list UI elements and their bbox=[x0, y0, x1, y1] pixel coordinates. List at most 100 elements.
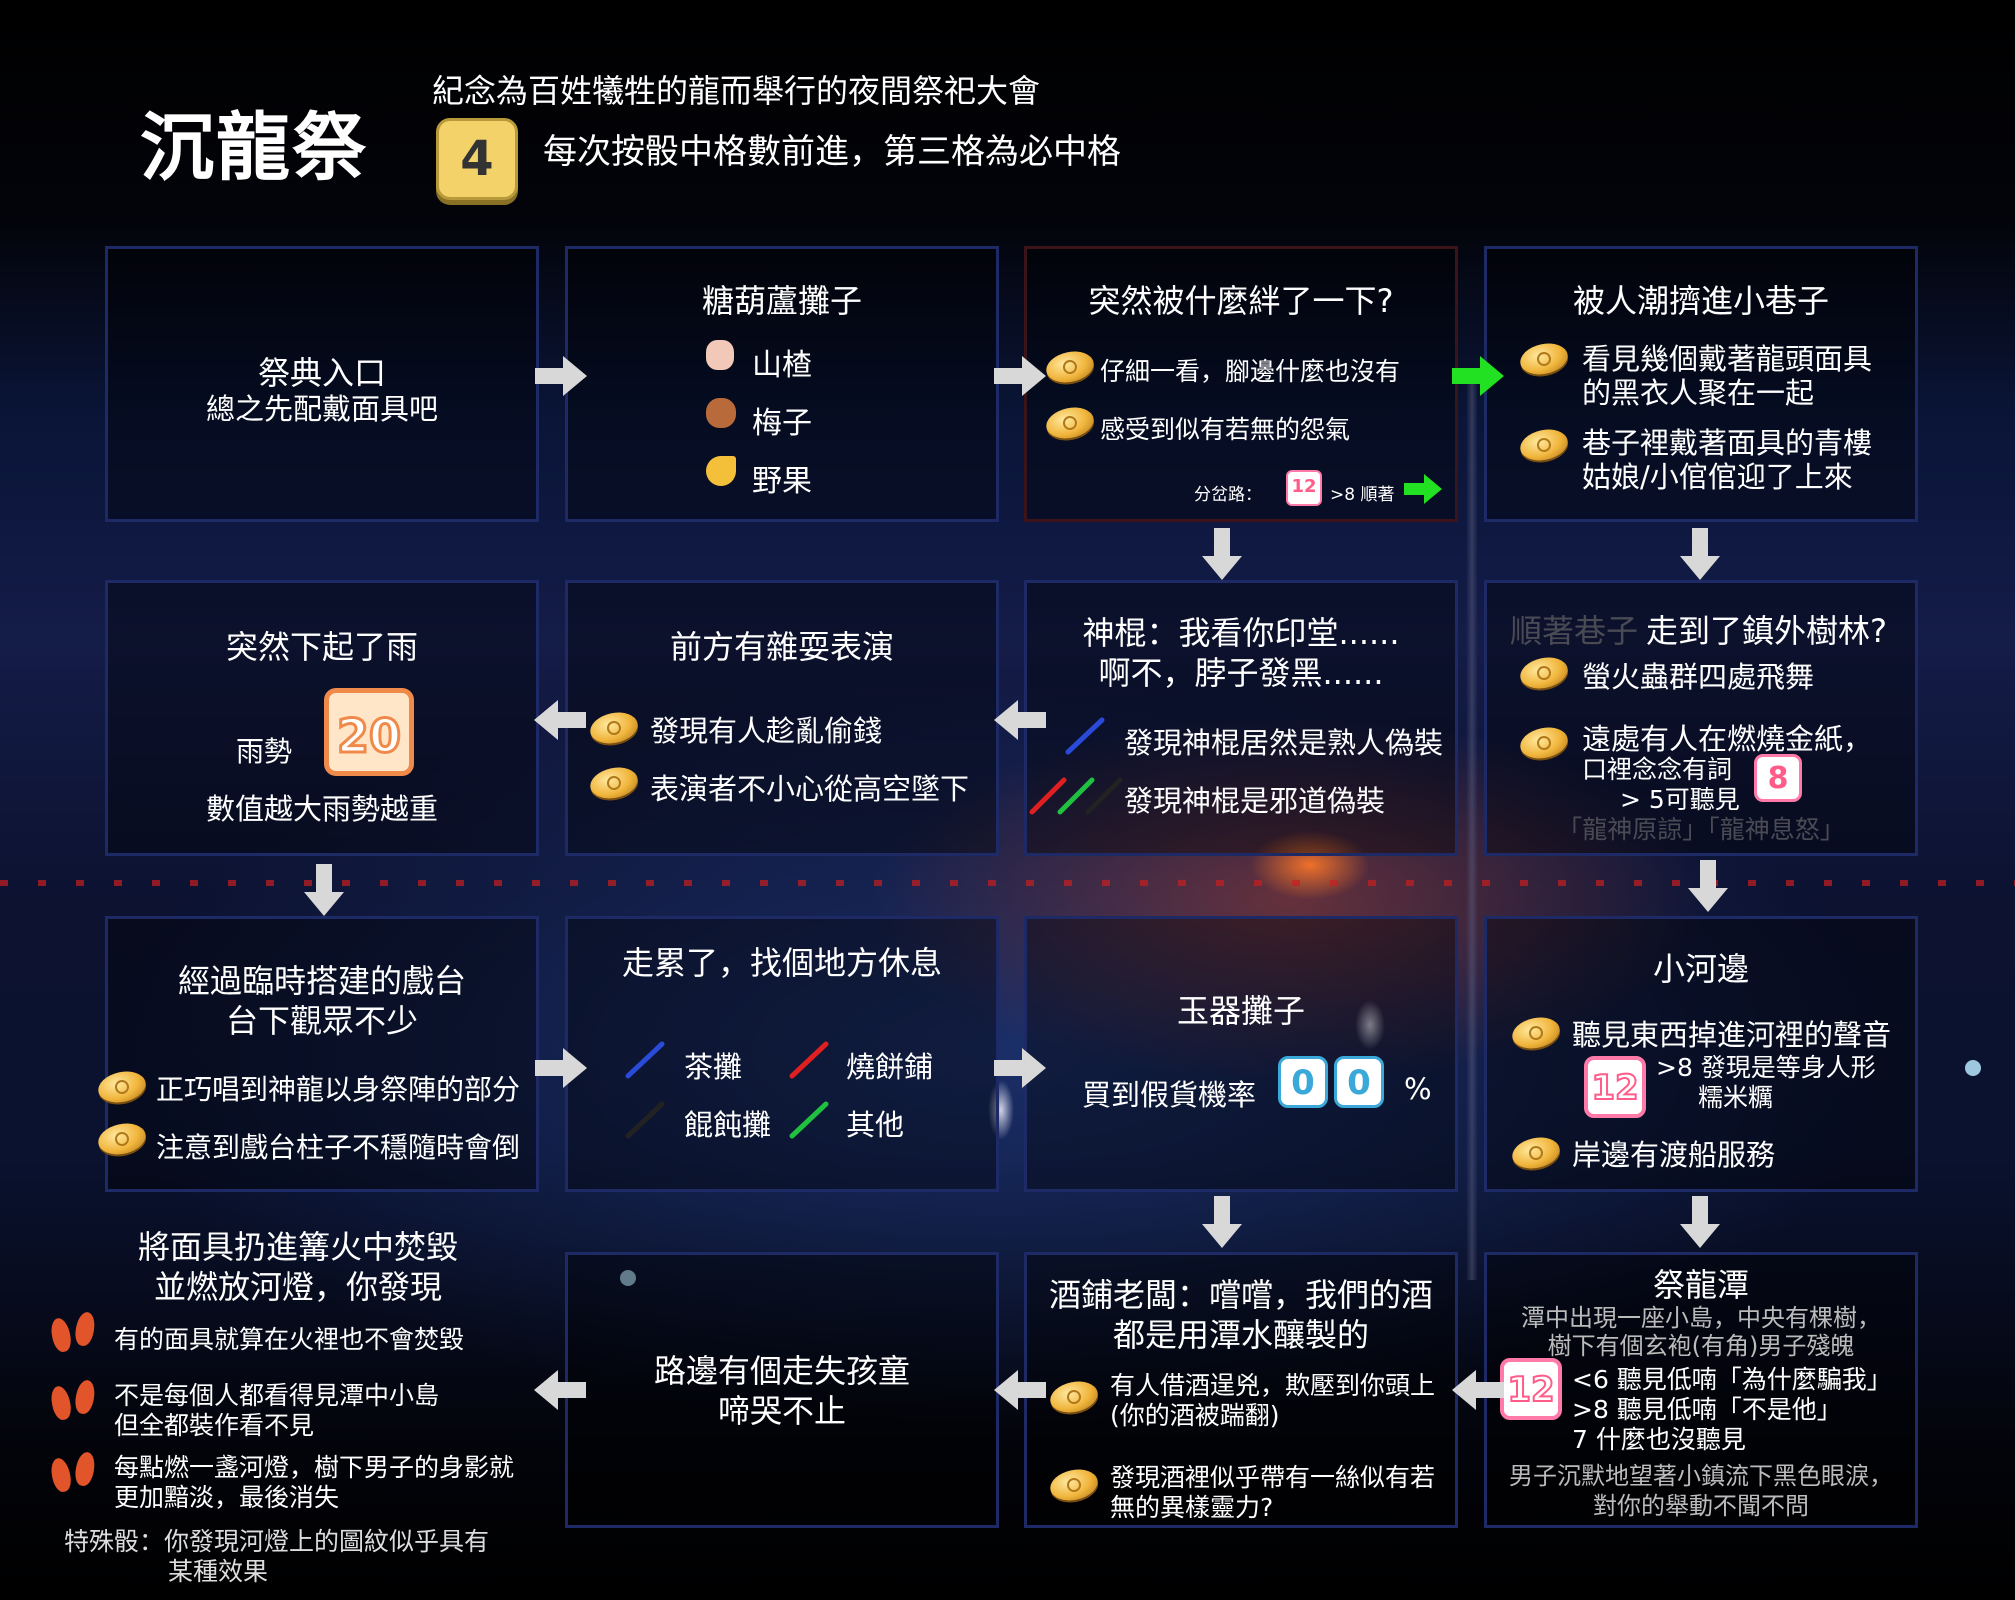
arrow-down-icon bbox=[304, 864, 344, 916]
cell-title: 經過臨時搭建的戲台 bbox=[177, 962, 466, 1000]
list-item: >8 發現是等身人形 bbox=[1656, 1053, 1876, 1082]
dice-value: 12 bbox=[1506, 1369, 1555, 1411]
stick-icon bbox=[1029, 777, 1123, 815]
list-item: 有人借酒逞兇，欺壓到你頭上 bbox=[1110, 1371, 1436, 1400]
list-item: 發現神棍居然是熟人偽裝 bbox=[1124, 726, 1444, 760]
arrow-down-icon bbox=[1202, 528, 1242, 580]
list-item: 表演者不小心從高空墜下 bbox=[650, 772, 970, 806]
stick-icon bbox=[625, 1101, 665, 1139]
calendar-dice-icon: 12 bbox=[1500, 1358, 1562, 1420]
cell-title: 糖葫蘆攤子 bbox=[701, 282, 862, 320]
calendar-dice-icon: 12 bbox=[1584, 1056, 1646, 1118]
special-dice-note: 特殊骰：你發現河燈上的圖紋似乎具有 bbox=[64, 1527, 490, 1556]
list-item: 不是每個人都看得見潭中小島 bbox=[114, 1381, 440, 1410]
rain-value: 20 bbox=[335, 708, 402, 765]
list-item: 正巧唱到神龍以身祭陣的部分 bbox=[156, 1073, 521, 1106]
list-item: 仔細一看，腳邊什麼也沒有 bbox=[1100, 357, 1401, 386]
lantern-light bbox=[988, 1080, 1014, 1140]
cell-opera-stage bbox=[105, 916, 539, 1192]
calendar-dice-icon: 20 bbox=[324, 688, 414, 776]
menu-option-other[interactable]: 其他 bbox=[846, 1108, 905, 1142]
dice-value: 0 bbox=[1347, 1063, 1371, 1103]
bonfire-glow bbox=[1250, 830, 1370, 900]
wild-fruit-icon bbox=[706, 456, 736, 486]
firefly-dot bbox=[620, 1270, 636, 1286]
stick-icon bbox=[625, 1041, 665, 1079]
probability-label: 買到假貨機率 bbox=[1082, 1078, 1257, 1112]
cell-title: 走到了鎮外樹林? bbox=[1646, 612, 1887, 650]
arrow-left-icon bbox=[994, 1370, 1046, 1410]
hawthorn-icon bbox=[706, 340, 734, 370]
cell-title: 台下觀眾不少 bbox=[225, 1002, 418, 1040]
rain-label: 雨勢 bbox=[236, 735, 293, 768]
cell-forest bbox=[1484, 580, 1918, 856]
cell-title: 祭典入口 bbox=[257, 354, 386, 392]
arrow-left-icon bbox=[534, 1370, 586, 1410]
arrow-right-icon bbox=[535, 1048, 587, 1088]
cell-tripped bbox=[1024, 246, 1458, 522]
menu-option-sesame-cake[interactable]: 燒餅鋪 bbox=[846, 1050, 934, 1084]
subtitle: 紀念為百姓犧牲的龍而舉行的夜間祭祀大會 bbox=[432, 72, 1041, 110]
list-item: 感受到似有若無的怨氣 bbox=[1100, 415, 1351, 444]
footprint-icon bbox=[48, 1378, 100, 1426]
cell-title: 酒鋪老闆：嚐嚐，我們的酒 bbox=[1048, 1276, 1433, 1314]
dice-digit: 0 bbox=[1278, 1056, 1328, 1108]
cell-title: 小河邊 bbox=[1652, 950, 1749, 988]
cell-title: 將面具扔進篝火中焚毀 bbox=[137, 1228, 458, 1266]
list-item: 姑娘/小倌倌迎了上來 bbox=[1582, 460, 1853, 494]
firefly-dot bbox=[1965, 1060, 1981, 1076]
cell-title: 突然下起了雨 bbox=[225, 628, 418, 666]
calendar-dice-icon: 12 bbox=[1286, 470, 1322, 506]
lantern-light bbox=[1355, 1000, 1385, 1050]
calendar-dice-icon: 8 bbox=[1754, 754, 1802, 802]
cell-rest-stop bbox=[565, 916, 999, 1192]
arrow-down-icon bbox=[1688, 860, 1728, 912]
arrow-right-icon bbox=[1404, 474, 1442, 504]
list-item: 山楂 bbox=[752, 348, 812, 383]
cell-desc: 潭中出現一座小島，中央有棵樹， bbox=[1521, 1304, 1881, 1332]
dice-value: 4 bbox=[460, 131, 494, 187]
cell-title: 都是用潭水釀製的 bbox=[1112, 1316, 1369, 1354]
dice-value: 0 bbox=[1291, 1063, 1315, 1103]
list-item: 發現神棍是邪道偽裝 bbox=[1124, 784, 1386, 818]
branch-label: 分岔路： bbox=[1194, 485, 1262, 505]
list-item: 每點燃一盞河燈，樹下男子的身影就 bbox=[114, 1453, 515, 1482]
cell-title: 啼哭不止 bbox=[717, 1392, 846, 1430]
unit-percent: % bbox=[1404, 1072, 1432, 1106]
list-item: 看見幾個戴著龍頭面具 bbox=[1582, 342, 1873, 376]
cell-title: 前方有雜耍表演 bbox=[669, 628, 894, 666]
cell-crowded-alley bbox=[1484, 246, 1918, 522]
footprint-icon bbox=[48, 1450, 100, 1498]
list-item: 注意到戲台柱子不穩隨時會倒 bbox=[156, 1131, 521, 1164]
list-item: 發現酒裡似乎帶有一絲似有若 bbox=[1110, 1463, 1436, 1492]
arrow-left-icon bbox=[534, 700, 586, 740]
list-item: (你的酒被踹翻) bbox=[1110, 1401, 1280, 1430]
arrow-down-icon bbox=[1202, 1196, 1242, 1248]
list-item: 岸邊有渡船服務 bbox=[1572, 1138, 1776, 1172]
arrow-left-icon bbox=[1452, 1370, 1504, 1410]
cell-desc: 數值越大雨勢越重 bbox=[205, 792, 438, 826]
cell-festival-entrance bbox=[105, 246, 539, 522]
cell-title: 玉器攤子 bbox=[1176, 992, 1305, 1030]
cell-title: 神棍：我看你印堂...... bbox=[1082, 614, 1400, 652]
list-item: 口裡念念有詞 bbox=[1582, 755, 1733, 784]
list-item: 7 什麼也沒聽見 bbox=[1572, 1425, 1746, 1454]
list-item: 野果 bbox=[752, 464, 812, 499]
list-item: 梅子 bbox=[752, 406, 812, 441]
cell-title: 被人潮擠進小巷子 bbox=[1572, 282, 1829, 320]
list-item: >8 聽見低喃「不是他」 bbox=[1572, 1395, 1842, 1424]
menu-option-tea-stall[interactable]: 茶攤 bbox=[684, 1050, 743, 1084]
arrow-right-icon bbox=[1452, 356, 1504, 396]
cell-title: 走累了，找個地方休息 bbox=[621, 944, 942, 982]
cell-fortune-teller bbox=[1024, 580, 1458, 856]
cell-title: 並燃放河燈，你發現 bbox=[153, 1268, 442, 1306]
special-dice-note: 某種效果 bbox=[168, 1557, 269, 1586]
cell-desc: 樹下有個玄袍(有角)男子殘魄 bbox=[1547, 1332, 1855, 1360]
list-item: 螢火蟲群四處飛舞 bbox=[1582, 660, 1815, 694]
menu-option-wonton[interactable]: 餛飩攤 bbox=[684, 1108, 772, 1142]
arrow-left-icon bbox=[994, 700, 1046, 740]
cell-title: 啊不，脖子發黑...... bbox=[1098, 654, 1384, 692]
cell-title-dim: 順著巷子 bbox=[1510, 612, 1639, 650]
list-item: 遠處有人在燃燒金紙， bbox=[1582, 722, 1873, 756]
